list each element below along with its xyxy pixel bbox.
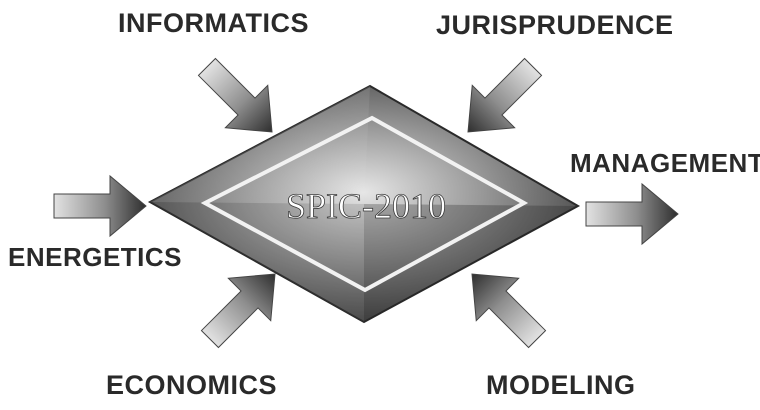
label-management: MANAGEMENT [570,148,760,178]
central-diamond [147,84,581,324]
diamond-inner-border [200,115,529,293]
label-economics: ECONOMICS [106,370,278,400]
arrow-energetics [53,175,147,237]
center-label: SPIC-2010 [286,186,446,226]
arrow-modeling [450,252,559,361]
label-modeling: MODELING [486,370,636,400]
label-informatics: INFORMATICS [118,8,309,38]
arrow-management [585,183,679,245]
arrow-jurisprudence [446,45,555,154]
label-energetics: ENERGETICS [8,242,183,272]
label-jurisprudence: JURISPRUDENCE [436,10,674,40]
